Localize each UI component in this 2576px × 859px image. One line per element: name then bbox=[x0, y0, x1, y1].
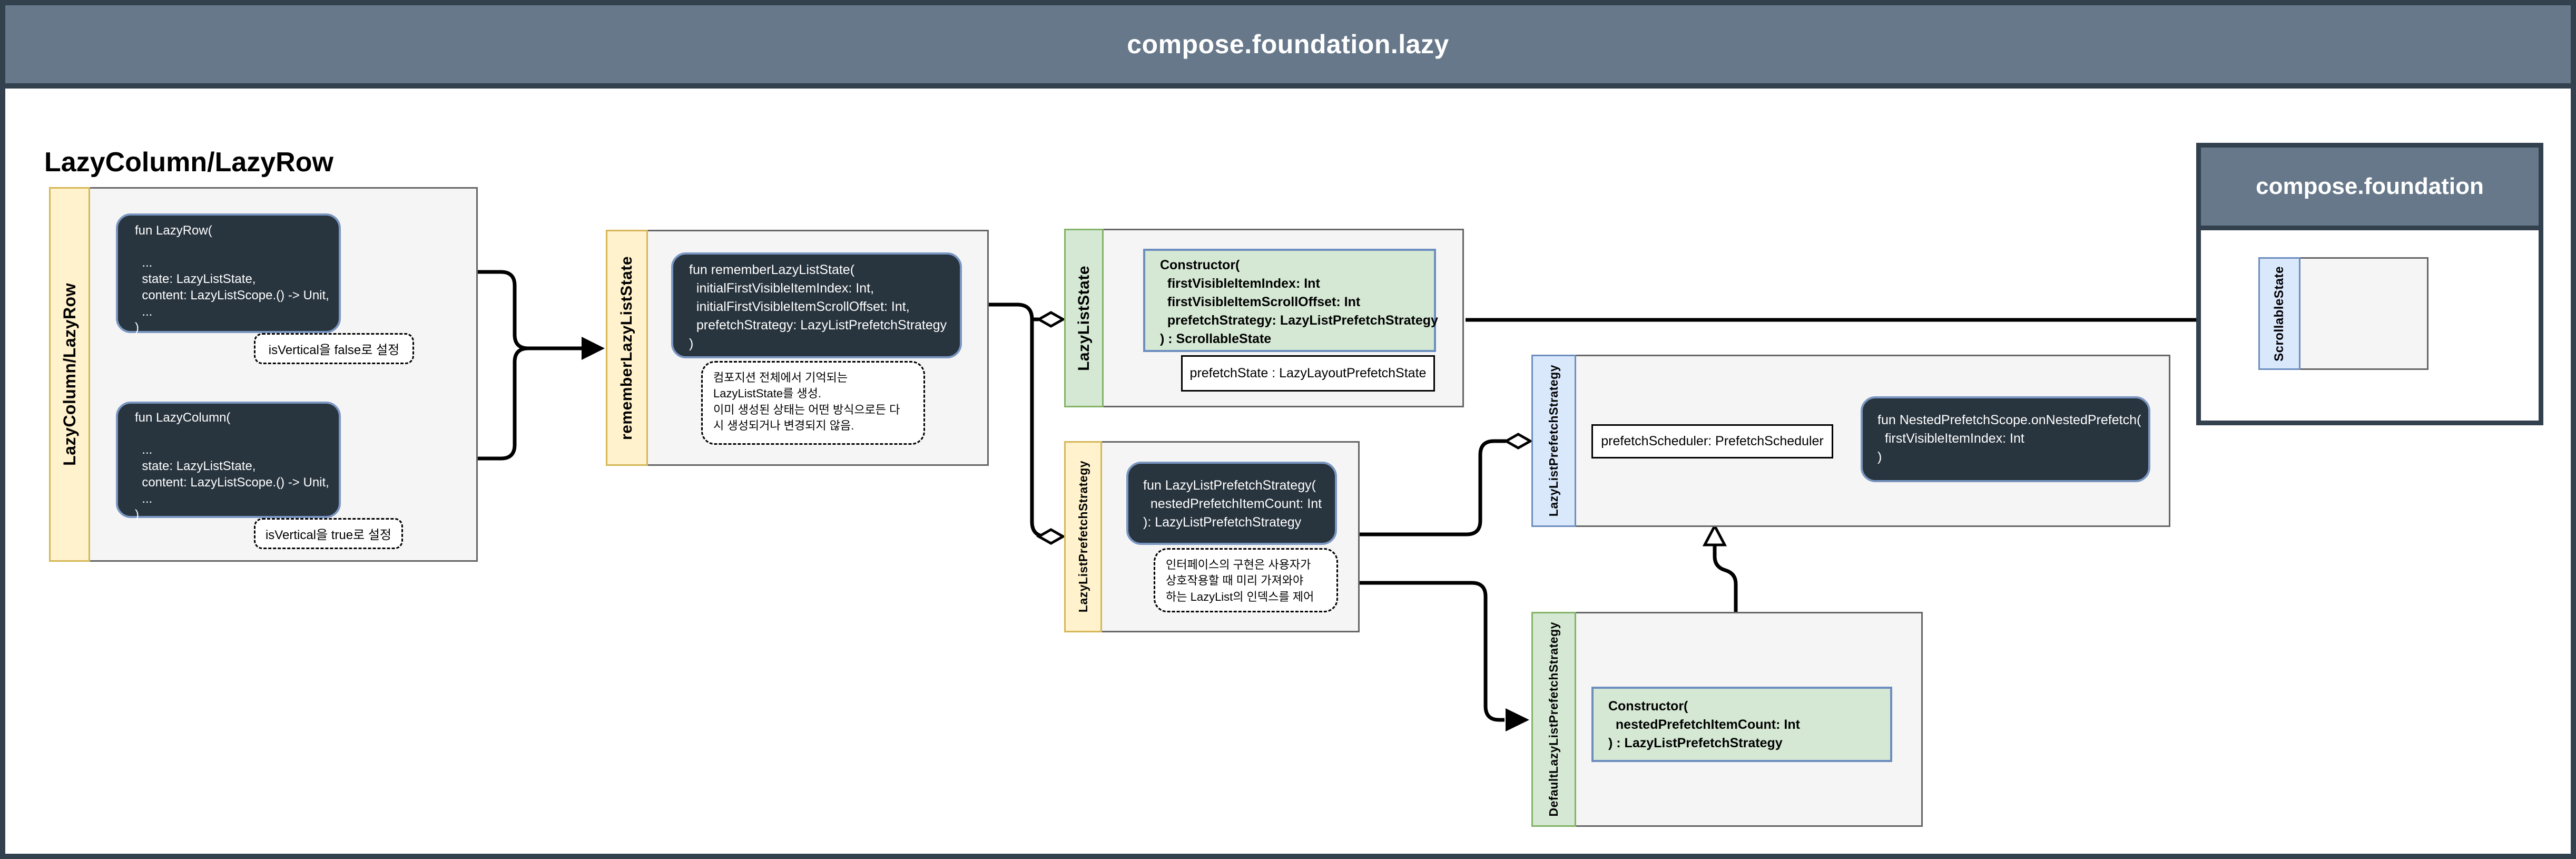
section-lazycolumn-lazyrow: LazyColumn/LazyRow fun LazyRow( ... stat… bbox=[49, 187, 478, 562]
open-diamond-iface bbox=[1503, 433, 1533, 450]
section-lazylistprefetchstrategy: LazyListPrefetchStrategy fun LazyListPre… bbox=[1064, 441, 1360, 632]
prefetchstate-box: prefetchState : LazyLayoutPrefetchState bbox=[1181, 355, 1435, 392]
code-block-strategy: fun LazyListPrefetchStrategy( nestedPref… bbox=[1126, 462, 1337, 545]
filled-arrowhead-remember bbox=[582, 337, 605, 360]
note-isvertical-true: isVertical을 true로 설정 bbox=[254, 518, 403, 549]
section-strategy-interface-label: LazyListPrefetchStrategy bbox=[1547, 365, 1560, 517]
section-strategy-sidebar: LazyListPrefetchStrategy bbox=[1064, 441, 1102, 632]
section-default-strategy-sidebar: DefaultLazyListPrefetchStrategy bbox=[1531, 612, 1576, 827]
section-remember-label: rememberLazyListState bbox=[618, 256, 635, 440]
package-header: compose.foundation.lazy bbox=[5, 5, 2571, 89]
scrollablestate-body bbox=[2300, 257, 2428, 370]
note-isvertical-false: isVertical을 false로 설정 bbox=[254, 333, 414, 364]
constructor-lazyliststate: Constructor( firstVisibleItemIndex: Int … bbox=[1143, 249, 1438, 352]
section-default-strategy-label: DefaultLazyListPrefetchStrategy bbox=[1547, 622, 1560, 817]
section-strategy-interface: LazyListPrefetchStrategy prefetchSchedul… bbox=[1531, 355, 2170, 527]
section-strategy-interface-sidebar: LazyListPrefetchStrategy bbox=[1531, 355, 1576, 527]
code-block-lazyrow: fun LazyRow( ... state: LazyListState, c… bbox=[116, 213, 341, 335]
section-lazyliststate-sidebar: LazyListState bbox=[1064, 229, 1104, 407]
package-title: compose.foundation.lazy bbox=[1127, 30, 1449, 59]
connector-strategy-to-iface bbox=[1360, 439, 1506, 536]
code-block-remember: fun rememberLazyListState( initialFirstV… bbox=[671, 252, 962, 358]
compose-foundation-title: compose.foundation bbox=[2256, 173, 2484, 199]
page-title: LazyColumn/LazyRow bbox=[44, 147, 333, 178]
connector-strategy-to-default bbox=[1360, 581, 1505, 722]
section-lazycolumn-lazyrow-label: LazyColumn/LazyRow bbox=[60, 283, 79, 466]
section-remember-lazyliststate: rememberLazyListState fun rememberLazyLi… bbox=[606, 230, 989, 466]
prefetchscheduler-box: prefetchScheduler: PrefetchScheduler bbox=[1591, 424, 1833, 458]
scrollablestate-sidebar: ScrollableState bbox=[2258, 257, 2300, 370]
section-lazyliststate: LazyListState Constructor( firstVisibleI… bbox=[1064, 229, 1464, 407]
constructor-default-strategy: Constructor( nestedPrefetchItemCount: In… bbox=[1591, 687, 1892, 762]
code-block-nestedprefetch: fun NestedPrefetchScope.onNestedPrefetch… bbox=[1861, 396, 2150, 482]
section-strategy-label: LazyListPrefetchStrategy bbox=[1076, 461, 1090, 613]
compose-foundation-header: compose.foundation bbox=[2201, 148, 2539, 230]
section-default-strategy: DefaultLazyListPrefetchStrategy Construc… bbox=[1531, 612, 1923, 827]
note-remember: 컴포지션 전체에서 기억되는 LazyListState를 생성. 이미 생성된… bbox=[701, 361, 925, 445]
package-compose-foundation: compose.foundation ScrollableState bbox=[2196, 143, 2543, 425]
section-lazyliststate-label: LazyListState bbox=[1075, 265, 1093, 371]
open-diamond-strategy bbox=[1036, 528, 1066, 545]
scrollablestate-box: ScrollableState bbox=[2258, 257, 2428, 370]
open-triangle-implements bbox=[1702, 523, 1727, 546]
note-strategy: 인터페이스의 구현은 사용자가 상호작용할 때 미리 가져와야 하는 LazyL… bbox=[1154, 548, 1338, 612]
filled-arrowhead-default bbox=[1506, 708, 1529, 731]
scrollablestate-label: ScrollableState bbox=[2272, 266, 2286, 362]
connector-default-implements-iface bbox=[1713, 544, 1738, 612]
section-remember-sidebar: rememberLazyListState bbox=[606, 230, 648, 466]
open-diamond-lazyliststate bbox=[1036, 311, 1066, 328]
code-block-lazycolumn: fun LazyColumn( ... state: LazyListState… bbox=[116, 402, 341, 522]
section-lazycolumn-lazyrow-sidebar: LazyColumn/LazyRow bbox=[49, 187, 90, 562]
